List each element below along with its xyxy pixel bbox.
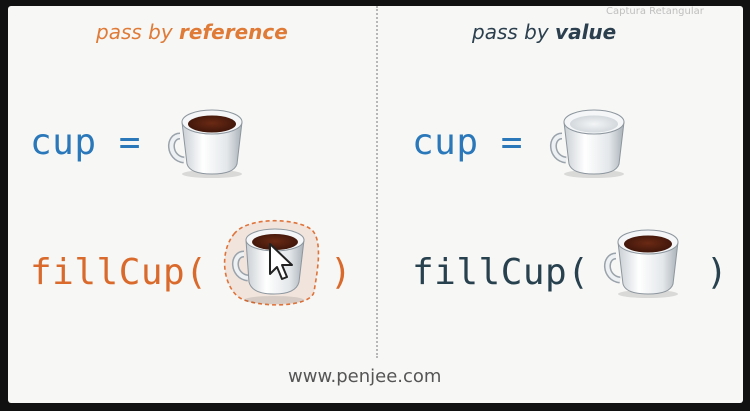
right-cup-assignment: cup = <box>412 122 523 163</box>
capture-watermark: Captura Retangular <box>606 6 704 17</box>
empty-cup-icon <box>550 109 625 178</box>
left-fillcup-close: ) <box>330 252 353 293</box>
heading-right-bold: value <box>555 20 617 44</box>
left-fillcup-open: fillCup( <box>30 252 208 293</box>
right-fillcup-open: fillCup( <box>412 252 590 293</box>
footer-url: www.penjee.com <box>288 366 442 387</box>
left-equals-sign: = <box>118 122 141 163</box>
center-divider <box>376 6 378 358</box>
slide: Captura Retangular pass by reference cup… <box>8 6 743 403</box>
heading-left-bold: reference <box>179 20 288 44</box>
right-equals-sign: = <box>500 122 523 163</box>
heading-right-plain: pass by <box>472 20 556 44</box>
right-cup-variable: cup <box>412 122 479 163</box>
right-fillcup-close: ) <box>706 252 729 293</box>
heading-pass-by-value: pass by value <box>472 20 616 44</box>
heading-left-plain: pass by <box>96 20 180 44</box>
heading-pass-by-reference: pass by reference <box>96 20 288 44</box>
left-fillcup-call: fillCup( <box>30 252 207 293</box>
right-fillcup-call: fillCup( <box>412 252 589 293</box>
left-cup-assignment: cup = <box>30 122 141 163</box>
mouse-pointer-icon <box>269 243 293 280</box>
full-coffee-cup-icon <box>604 229 679 298</box>
full-coffee-cup-icon <box>168 109 243 178</box>
referenced-cup-icon <box>223 219 320 306</box>
left-cup-variable: cup <box>30 122 97 163</box>
